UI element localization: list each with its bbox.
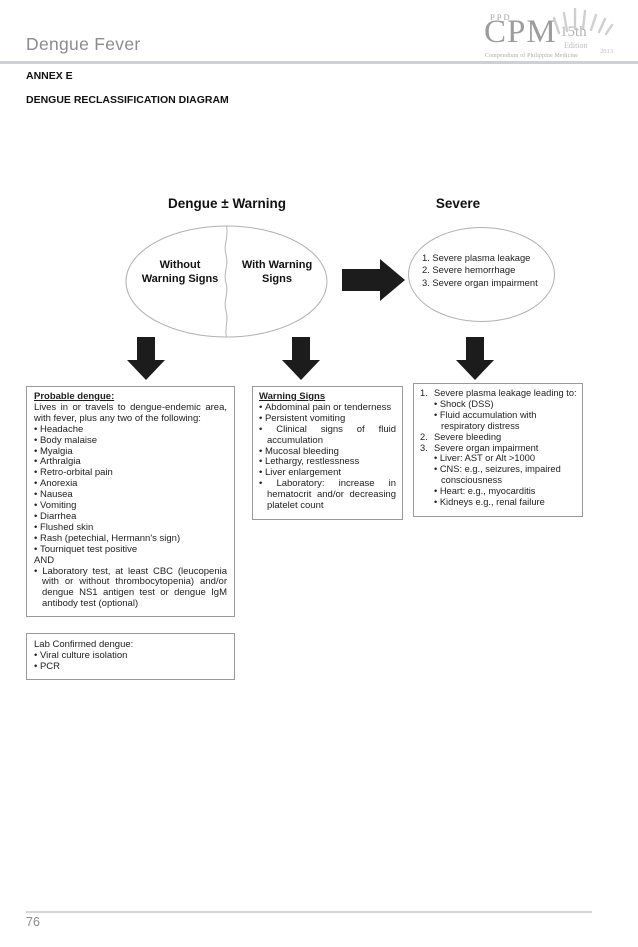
severe-criteria-subitem: CNS: e.g., seizures, impaired consciousn… bbox=[434, 464, 578, 486]
warning-sign-item: Laboratory: increase in hematocrit and/o… bbox=[259, 478, 396, 512]
severe-criteria-item: 3. Severe organ impairment bbox=[420, 443, 578, 454]
warning-sign-item: Lethargy, restlessness bbox=[259, 457, 396, 468]
logo-acronym: CPM bbox=[484, 14, 557, 50]
warning-signs-list: Abdominal pain or tendernessPersistent v… bbox=[259, 402, 396, 512]
probable-dengue-title: Probable dengue: bbox=[34, 391, 115, 402]
symptom-item: Diarrhea bbox=[34, 511, 227, 523]
item-text: Severe organ impairment bbox=[434, 442, 539, 453]
item-text: Severe plasma leakage leading to: bbox=[434, 388, 577, 398]
severe-ellipse bbox=[408, 227, 555, 322]
flow-arrow-down-icon bbox=[127, 337, 165, 380]
probable-dengue-box: Probable dengue: Lives in or travels to … bbox=[26, 386, 235, 617]
lab-test-item: Viral culture isolation bbox=[34, 650, 227, 662]
severe-criteria-subitem: Shock (DSS) bbox=[434, 399, 578, 410]
right-branch-heading: Severe bbox=[435, 196, 481, 211]
symptom-item: Anorexia bbox=[34, 478, 227, 490]
item-number: 1. bbox=[420, 388, 428, 398]
severe-criteria-box: 1. Severe plasma leakage leading to: Shoc… bbox=[413, 383, 583, 517]
symptom-item: Headache bbox=[34, 424, 227, 436]
with-warning-signs-label: With Warning Signs bbox=[241, 259, 313, 285]
warning-sign-item: Clinical signs of fluid accumulation bbox=[259, 424, 396, 447]
logo-year: 2013 bbox=[600, 48, 613, 55]
flow-arrow-right-icon bbox=[342, 259, 405, 301]
wavy-divider-line bbox=[224, 225, 228, 338]
warning-sign-item: Mucosal bleeding bbox=[259, 446, 396, 458]
severe-criteria-subitem: Liver: AST or Alt >1000 bbox=[434, 453, 578, 464]
item-number: 2. bbox=[420, 431, 428, 442]
flow-arrow-down-icon bbox=[456, 337, 494, 380]
warning-signs-title: Warning Signs bbox=[259, 391, 326, 402]
warning-sign-item: Abdominal pain or tenderness bbox=[259, 402, 396, 414]
symptom-item: Nausea bbox=[34, 489, 227, 501]
annex-label: ANNEX E bbox=[26, 70, 73, 82]
probable-dengue-intro: Lives in or travels to dengue-endemic ar… bbox=[34, 401, 227, 424]
severe-criteria-subitem: Kidneys e.g., renal failure bbox=[434, 497, 578, 508]
symptom-item: Vomiting bbox=[34, 500, 227, 512]
severe-criteria-item: 2. Severe bleeding bbox=[420, 432, 578, 443]
header-divider bbox=[0, 61, 638, 64]
and-label: AND bbox=[34, 554, 55, 566]
symptom-item: Myalgia bbox=[34, 446, 227, 458]
severe-criteria-subitem: Heart: e.g., myocarditis bbox=[434, 486, 578, 497]
logo-edition-word: Edition bbox=[564, 41, 588, 50]
symptom-item: Retro-orbital pain bbox=[34, 467, 227, 479]
severe-ellipse-item: 3. Severe organ impairment bbox=[422, 276, 538, 288]
starburst-icon bbox=[552, 7, 614, 36]
logo-tagline: Compendium of Philippine Medicine bbox=[485, 53, 579, 59]
lab-criteria-item: Laboratory test, at least CBC (leucopeni… bbox=[34, 566, 227, 611]
severe-criteria-subitem: Fluid accumulation with respiratory dist… bbox=[434, 410, 578, 432]
flow-arrow-down-icon bbox=[282, 337, 320, 380]
lab-confirmed-title: Lab Confirmed dengue: bbox=[34, 639, 134, 650]
severe-criteria-item: 1. Severe plasma leakage leading to: bbox=[420, 388, 578, 399]
warning-sign-item: Liver enlargement bbox=[259, 467, 396, 479]
dengue-classification-ellipse bbox=[125, 225, 328, 338]
symptom-item: Rash (petechial, Hermann's sign) bbox=[34, 533, 227, 545]
warning-sign-item: Persistent vomiting bbox=[259, 413, 396, 425]
logo-edition-number: 15th bbox=[560, 24, 587, 40]
item-number: 3. bbox=[420, 442, 428, 453]
symptom-item: Body malaise bbox=[34, 435, 227, 447]
footer-divider bbox=[26, 911, 592, 913]
symptom-item: Tourniquet test positive bbox=[34, 544, 227, 556]
item-text: Severe bleeding bbox=[434, 431, 502, 442]
without-warning-signs-label: Without Warning Signs bbox=[141, 259, 219, 285]
left-branch-heading: Dengue ± Warning bbox=[168, 196, 286, 211]
lab-test-item: PCR bbox=[34, 661, 227, 673]
lab-confirmed-list: Viral culture isolationPCR bbox=[34, 650, 227, 673]
probable-symptom-list: HeadacheBody malaiseMyalgiaArthralgiaRet… bbox=[34, 424, 227, 556]
symptom-item: Flushed skin bbox=[34, 522, 227, 534]
page-number: 76 bbox=[26, 915, 40, 929]
severe-ellipse-item: 2. Severe hemorrhage bbox=[422, 264, 516, 276]
severe-ellipse-item: 1. Severe plasma leakage bbox=[422, 252, 531, 263]
logo-ppd-text: PPD bbox=[490, 12, 512, 22]
page-title: Dengue Fever bbox=[26, 34, 141, 54]
lab-confirmed-box: Lab Confirmed dengue: Viral culture isol… bbox=[26, 633, 235, 680]
section-heading: DENGUE RECLASSIFICATION DIAGRAM bbox=[26, 94, 229, 106]
warning-signs-box: Warning Signs Abdominal pain or tenderne… bbox=[252, 386, 403, 520]
symptom-item: Arthralgia bbox=[34, 457, 227, 468]
brand-logo: PPD CPM 15th Edition 2013 Compendium of … bbox=[480, 6, 630, 62]
